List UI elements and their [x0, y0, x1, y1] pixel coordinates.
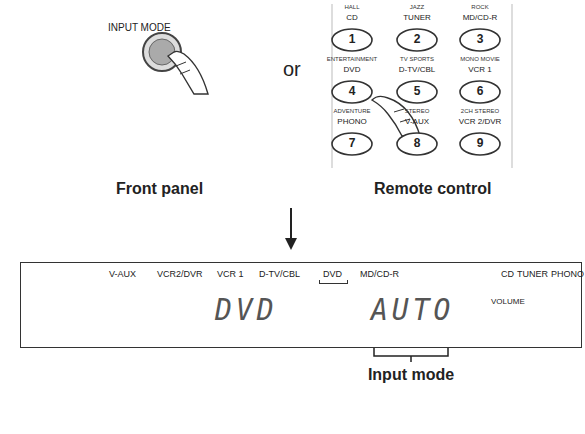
callout-label: Input mode — [368, 366, 454, 384]
button-number: 5 — [414, 84, 421, 98]
button-face — [149, 39, 175, 65]
remote-button: 2CH STEREO VCR 2/DVR 9 — [448, 108, 512, 158]
input-label: D-TV/CBL — [399, 65, 435, 74]
input-label: VCR 1 — [468, 65, 492, 74]
source-indicator: V-AUX — [109, 269, 136, 279]
mode-label: ADVENTURE — [333, 108, 370, 114]
button-number: 7 — [349, 136, 356, 150]
button-number: 2 — [414, 32, 421, 46]
volume-label: VOLUME — [491, 297, 525, 306]
remote-button: STEREO V-AUX 8 — [385, 108, 449, 158]
hand — [168, 51, 208, 94]
source-indicator: MD/CD-R — [360, 269, 399, 279]
input-label: DVD — [344, 65, 361, 74]
control-label: INPUT MODE — [108, 22, 171, 33]
connector-word: or — [283, 58, 301, 81]
button-number: 9 — [477, 136, 484, 150]
button-oval — [460, 81, 500, 103]
hand-fold — [176, 62, 190, 74]
remote-button: ROCK MD/CD-R 3 — [448, 4, 512, 54]
caption-label: Remote control — [374, 180, 491, 198]
remote-button: JAZZ TUNER 2 — [385, 4, 449, 54]
source-indicator: CD — [501, 269, 514, 279]
mode-label: STEREO — [405, 108, 430, 114]
button-oval — [332, 29, 372, 51]
bracket — [374, 348, 448, 362]
input-label: MD/CD-R — [463, 13, 498, 22]
button-number: 1 — [349, 32, 356, 46]
mode-label: JAZZ — [410, 4, 424, 10]
mode-label: ROCK — [471, 4, 488, 10]
input-label: CD — [346, 13, 358, 22]
button-outline — [385, 4, 449, 54]
remote-button: TV SPORTS D-TV/CBL 5 — [385, 56, 449, 106]
source-indicator: PHONO — [551, 269, 584, 279]
button-number: 3 — [477, 32, 484, 46]
remote-button: MONO MOVIE VCR 1 6 — [448, 56, 512, 106]
button-oval — [397, 133, 437, 155]
input-label: V-AUX — [405, 117, 429, 126]
mode-label: TV SPORTS — [400, 56, 434, 62]
button-outline — [385, 56, 449, 106]
button-outline — [448, 56, 512, 106]
button-oval — [460, 133, 500, 155]
button-outline — [448, 4, 512, 54]
mode-label: ENTERTAINMENT — [327, 56, 377, 62]
input-label: VCR 2/DVR — [459, 117, 502, 126]
selection-bracket — [319, 280, 348, 284]
display-mode: AUTO — [371, 291, 454, 327]
button-number: 4 — [349, 84, 356, 98]
input-label: PHONO — [337, 117, 366, 126]
button-oval — [332, 133, 372, 155]
remote-button: ADVENTURE PHONO 7 — [320, 108, 384, 158]
button-oval — [332, 81, 372, 103]
remote-button: HALL CD 1 — [320, 4, 384, 54]
display-source: DVD — [215, 291, 278, 327]
source-indicator: TUNER — [517, 269, 548, 279]
arrow-head — [285, 238, 297, 250]
button-outline — [448, 108, 512, 158]
mode-label: MONO MOVIE — [460, 56, 500, 62]
button-oval — [397, 81, 437, 103]
caption-label: Front panel — [116, 180, 203, 198]
remote-edge — [332, 4, 512, 168]
button-number: 6 — [477, 84, 484, 98]
mode-label: HALL — [344, 4, 359, 10]
button-outline — [320, 56, 384, 106]
source-indicator: VCR2/DVR — [157, 269, 203, 279]
button-outline — [320, 4, 384, 54]
display-panel: V-AUX VCR2/DVR VCR 1 D-TV/CBL DVD MD/CD-R CDTU… — [20, 262, 582, 348]
source-indicator: D-TV/CBL — [259, 269, 300, 279]
button-oval — [397, 29, 437, 51]
mode-label: 2CH STEREO — [461, 108, 499, 114]
input-label: TUNER — [403, 13, 431, 22]
button-outline — [320, 108, 384, 158]
remote-button: ENTERTAINMENT DVD 4 — [320, 56, 384, 106]
button-number: 8 — [414, 136, 421, 150]
button-outline — [385, 108, 449, 158]
button-oval — [460, 29, 500, 51]
source-indicator: VCR 1 — [217, 269, 244, 279]
source-indicator: DVD — [323, 269, 342, 279]
